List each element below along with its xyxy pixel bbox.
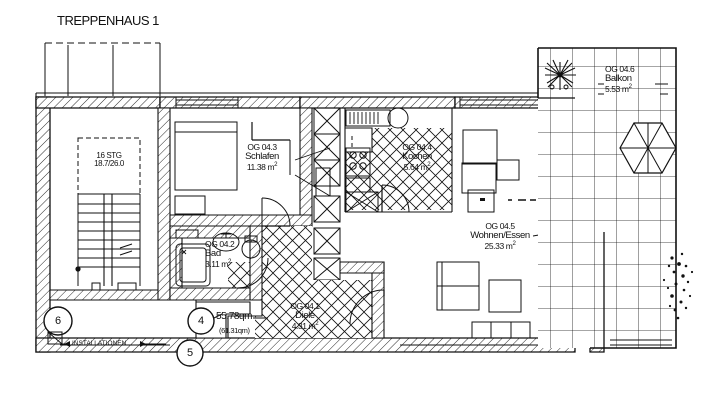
room-label-kochen: OG 04.4 Kochen 5.64 m2: [402, 143, 432, 172]
room-label-diele: OG 04.1 Diele 4.31 m2: [290, 301, 320, 331]
balcony-table: [619, 122, 677, 174]
hall-space: [195, 197, 385, 339]
room-code-balkon: OG 04.6: [605, 64, 635, 74]
balcony-plant: [544, 59, 576, 90]
balcony-space: [537, 47, 677, 349]
room-name-kochen: Kochen: [402, 150, 432, 162]
room-area-diele: 4.31 m2: [291, 319, 319, 331]
room-area-bad: 3.11 m2: [205, 257, 231, 269]
plan-geometry: [35, 42, 694, 367]
room-code-schlafen: OG 04.3: [247, 142, 277, 152]
installations-label: INSTALLATIONEN: [72, 340, 127, 347]
installations-leader: [47, 331, 166, 347]
kitchen-space: [344, 107, 453, 213]
living-area-total: 55.78qm: [216, 311, 253, 322]
room-area-schlafen: 11.38 m2: [246, 160, 278, 172]
interior-wall-stair-apartment: [157, 107, 171, 301]
stairwell-outline: [44, 42, 161, 96]
bedroom-space: [169, 107, 331, 227]
room-name-diele: Diele: [295, 309, 315, 321]
room-name-bad: Bad: [205, 247, 221, 259]
room-area-balkon: 5.53 m2: [605, 82, 632, 94]
room-code-wohnen-essen: OG 04.5: [485, 221, 515, 231]
stair-count-label: 16 STG: [96, 151, 122, 160]
stair-room-bottom-wall: [49, 289, 163, 301]
room-label-bad: OG 04.2 Bad 3.11 m2: [205, 239, 235, 269]
marker-5: 5: [186, 347, 194, 359]
room-code-bad: OG 04.2: [205, 239, 235, 249]
stair-annotation: 16 STG 18.7/26.0: [94, 151, 124, 169]
room-name-wohnen-essen: Wohnen/Essen: [470, 229, 530, 241]
room-label-balkon: OG 04.6 Balkon 5.53 m2: [605, 64, 635, 94]
room-name-balkon: Balkon: [605, 72, 632, 84]
room-area-kochen: 5.64 m2: [403, 160, 431, 172]
room-area-wohnen-essen: 25.33 m2: [484, 239, 516, 251]
stair-dimension-label: 18.7/26.0: [94, 159, 124, 169]
marker-4: 4: [197, 315, 205, 327]
total-area-leader: [213, 313, 268, 319]
gross-area-total: (61.31qm): [219, 326, 250, 335]
room-code-kochen: OG 04.4: [402, 142, 432, 152]
bathroom-space: [169, 225, 269, 301]
room-label-wohnen-essen: OG 04.5 Wohnen/Essen 25.33 m2: [470, 221, 530, 251]
room-label-schlafen: OG 04.3 Schlafen 11.38 m2: [245, 143, 279, 172]
shrub-stipple: [662, 252, 694, 320]
room-name-schlafen: Schlafen: [245, 150, 279, 162]
room-code-diele: OG 04.1: [290, 301, 320, 311]
page-title: TREPPENHAUS 1: [57, 13, 159, 28]
marker-6: 6: [54, 315, 62, 327]
marker-circles: [43, 306, 215, 367]
window-openings: [60, 97, 589, 346]
